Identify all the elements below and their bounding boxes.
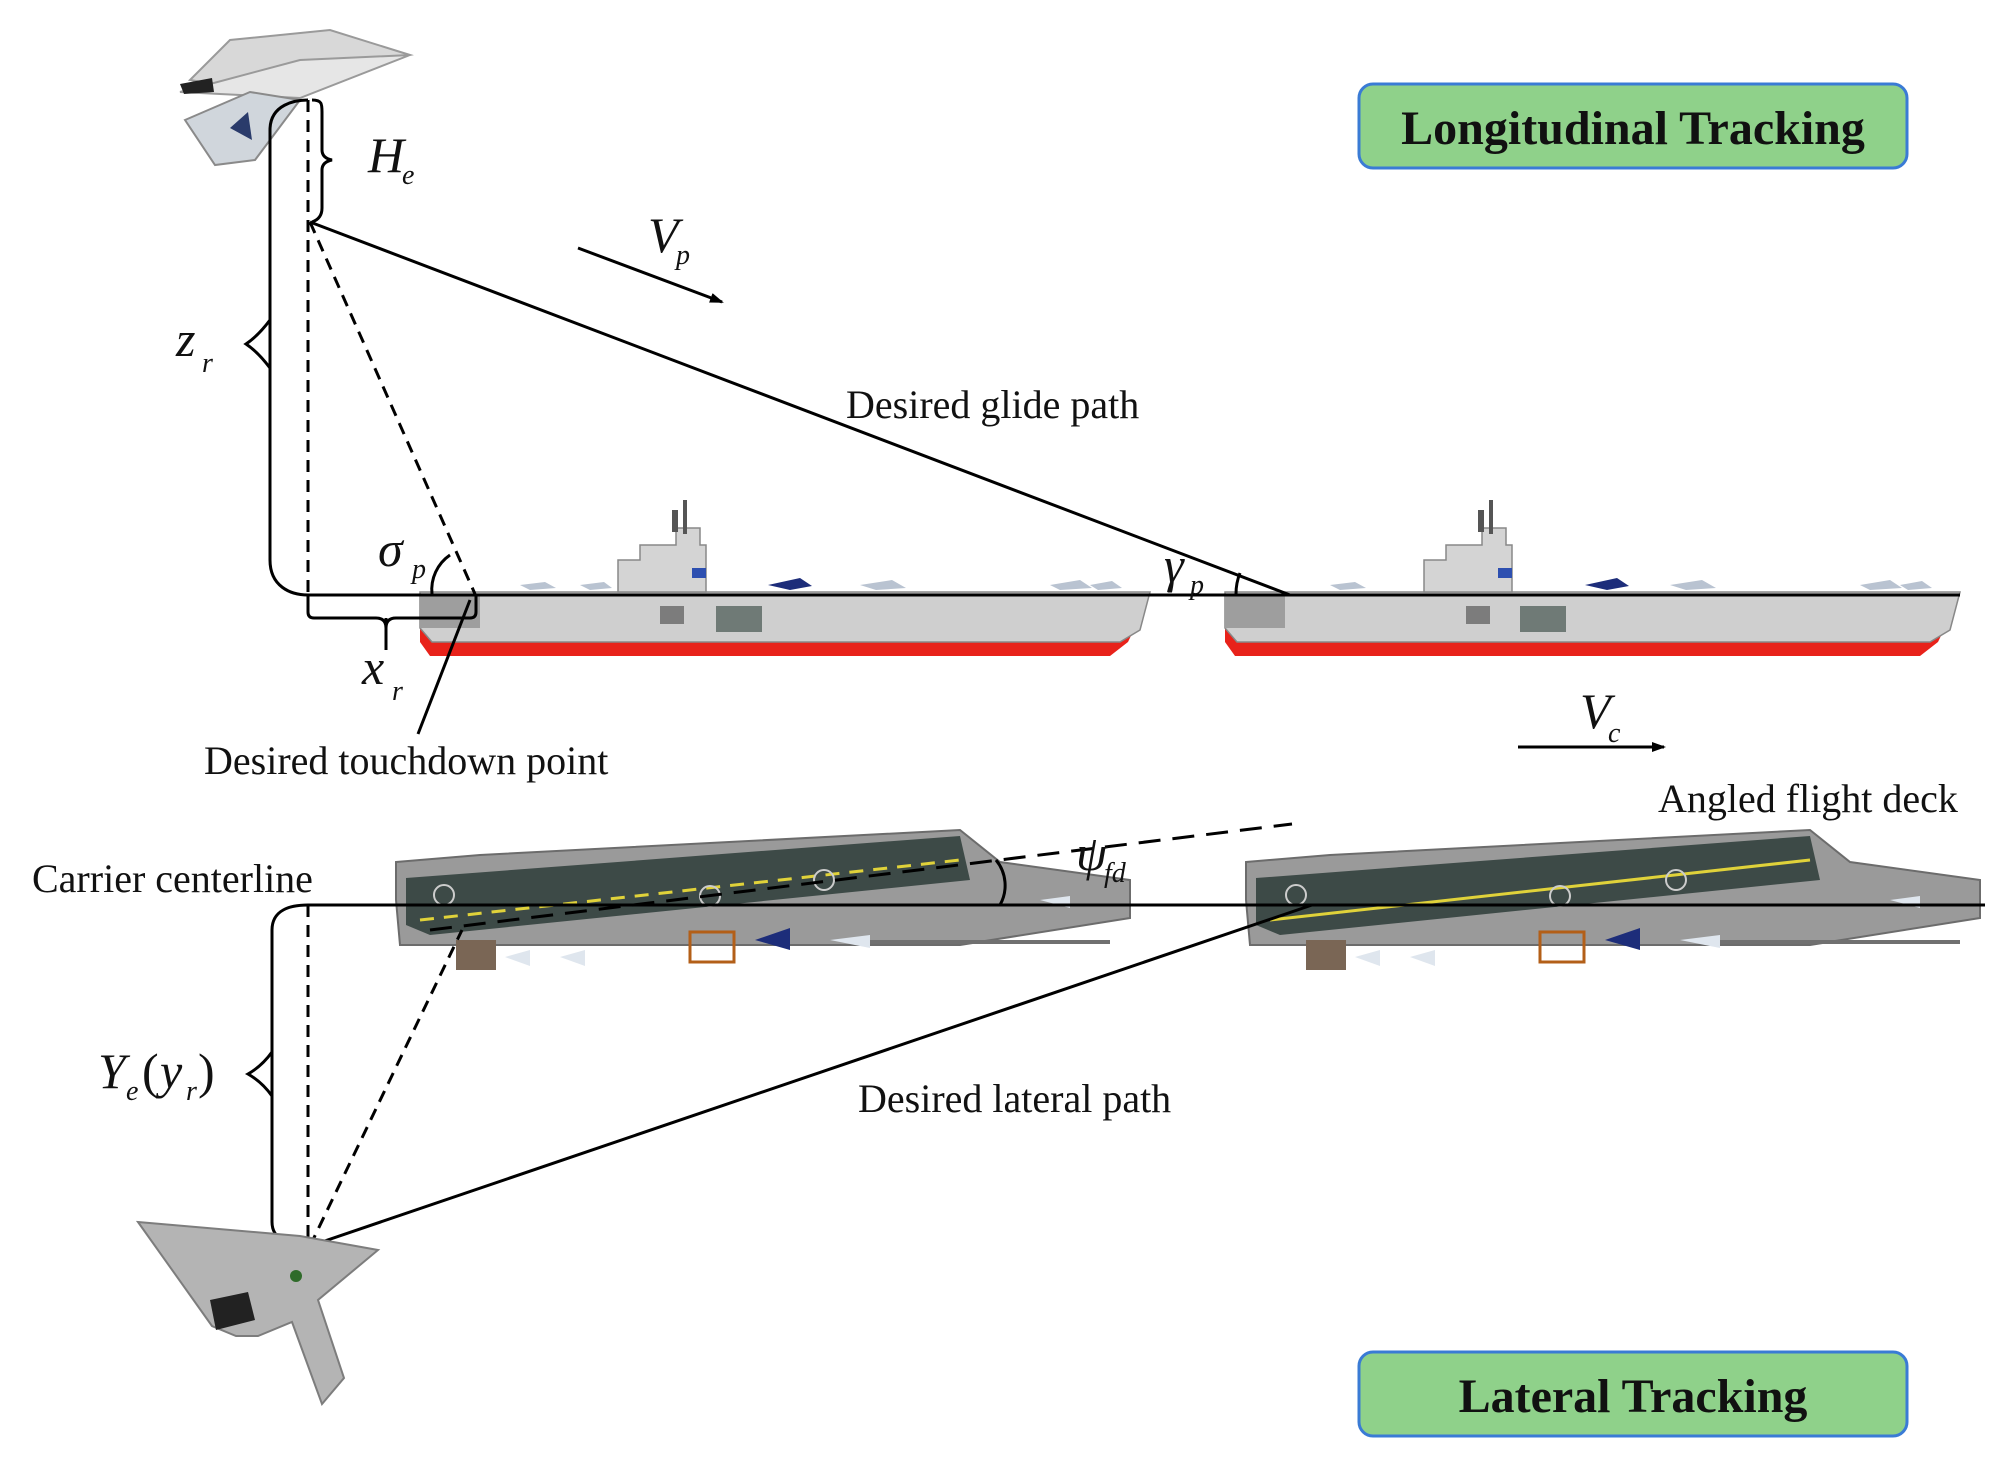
longitudinal-braces xyxy=(243,98,478,650)
zr-brace-tip xyxy=(243,319,272,369)
longitudinal-geometry xyxy=(306,100,1960,752)
svg-text:H: H xyxy=(367,127,407,183)
longitudinal-tracking-title: Longitudinal Tracking xyxy=(1401,102,1865,155)
desired-lateral-path-label: Desired lateral path xyxy=(858,1076,1171,1121)
svg-text:): ) xyxy=(198,1043,215,1099)
glide-path-line xyxy=(309,220,1291,597)
longitudinal-tracking-box: Longitudinal Tracking xyxy=(1357,82,1909,170)
carrier-top-view-2 xyxy=(1245,828,1981,970)
angled-deck-dashed-line xyxy=(429,822,1293,932)
he-brace xyxy=(311,98,333,224)
carrier-top-view-1 xyxy=(395,828,1131,970)
psi-arc xyxy=(994,859,1007,906)
svg-text:V: V xyxy=(1580,683,1616,739)
ye-brace-tip xyxy=(244,1051,274,1097)
lateral-geometry xyxy=(244,822,1985,1248)
svg-text:σ: σ xyxy=(378,521,405,577)
svg-text:y: y xyxy=(155,1043,183,1099)
svg-text:(: ( xyxy=(142,1043,159,1099)
uav-side-view xyxy=(179,28,414,167)
svg-text:Y: Y xyxy=(98,1043,131,1099)
desired-glide-path-label: Desired glide path xyxy=(846,382,1139,427)
svg-text:e: e xyxy=(126,1076,138,1107)
lateral-tracking-title: Lateral Tracking xyxy=(1459,1370,1808,1423)
touchdown-pointer xyxy=(416,599,472,735)
svg-text:ψ: ψ xyxy=(1076,825,1108,881)
desired-touchdown-point-label: Desired touchdown point xyxy=(204,738,608,783)
svg-text:r: r xyxy=(186,1076,197,1107)
ye-yr-symbol: Y e ( y r ) xyxy=(98,1043,215,1107)
svg-text:p: p xyxy=(410,554,426,585)
he-symbol: H e xyxy=(367,127,414,191)
vp-arrow xyxy=(577,246,724,304)
svg-text:γ: γ xyxy=(1164,537,1185,593)
svg-text:e: e xyxy=(402,160,414,191)
carrier-side-view-2 xyxy=(1224,500,1961,656)
lateral-sight-dashed xyxy=(308,929,464,1247)
vp-symbol: V p xyxy=(648,207,690,271)
svg-text:c: c xyxy=(1608,718,1621,749)
psi-fd-symbol: ψ fd xyxy=(1076,825,1127,889)
zr-outer-bracket xyxy=(268,98,309,597)
svg-text:p: p xyxy=(1188,570,1204,601)
xr-symbol: x r xyxy=(361,639,403,707)
zr-symbol: z r xyxy=(175,311,213,379)
lateral-path-line xyxy=(309,903,1313,1248)
gamma-arc xyxy=(1234,572,1242,595)
svg-text:V: V xyxy=(648,207,684,263)
sigma-arc xyxy=(430,553,451,595)
gamma-p-symbol: γ p xyxy=(1164,537,1204,601)
uav-top-view xyxy=(135,1220,381,1406)
svg-text:z: z xyxy=(175,311,195,367)
ye-outer-bracket xyxy=(270,903,309,1248)
svg-text:x: x xyxy=(361,639,384,695)
lateral-tracking-box: Lateral Tracking xyxy=(1357,1350,1909,1438)
svg-text:r: r xyxy=(202,348,213,379)
carrier-centerline-label: Carrier centerline xyxy=(32,856,313,901)
svg-text:r: r xyxy=(392,676,403,707)
vc-symbol: V c xyxy=(1580,683,1621,749)
svg-text:fd: fd xyxy=(1104,858,1127,889)
line-of-sight-dashed xyxy=(308,221,477,595)
svg-text:p: p xyxy=(674,240,690,271)
sigma-p-symbol: σ p xyxy=(378,521,426,585)
carrier-side-view-1 xyxy=(419,500,1151,656)
angled-flight-deck-label: Angled flight deck xyxy=(1658,776,1958,821)
